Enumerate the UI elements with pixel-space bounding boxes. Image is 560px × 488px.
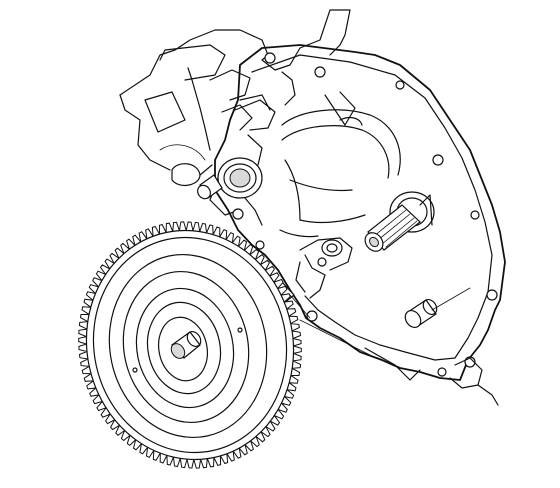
- bolt-boss: [470, 210, 480, 220]
- bolt-boss: [486, 289, 498, 301]
- engine-block-outline: [119, 9, 351, 187]
- bolt-boss: [255, 240, 265, 250]
- input-shaft: [364, 191, 435, 252]
- bolt-boss: [437, 367, 447, 377]
- bolt-boss: [395, 80, 405, 90]
- flexplate-ring-gear: [78, 221, 302, 469]
- leader-lines: [289, 287, 471, 356]
- bolt-boss: [317, 257, 327, 267]
- bolt-boss: [232, 208, 244, 220]
- bolt-boss: [432, 154, 444, 166]
- bolt-boss: [314, 66, 326, 78]
- bolt-boss: [306, 310, 318, 322]
- dowel-pin-left: [197, 174, 223, 200]
- dowel-pin-right: [404, 298, 438, 328]
- bolt-boss: [264, 52, 276, 64]
- transmission-bellhousing: [209, 44, 506, 406]
